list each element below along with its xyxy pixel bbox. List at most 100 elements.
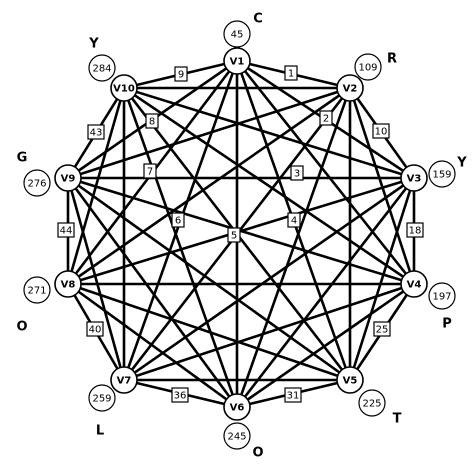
weight-v8: 271 [23, 276, 51, 304]
edge-v3-v10 [123, 86, 415, 180]
weight-v7: 259 [88, 384, 116, 412]
letter-v1: C [253, 12, 263, 27]
edge-v5-v9 [67, 176, 351, 382]
edge-label-text: 43 [90, 128, 103, 139]
edge-v6-v9 [66, 177, 239, 408]
edge-label-v7-v8: 40 [86, 321, 104, 337]
edge-v4-v7 [123, 282, 415, 382]
vertex-v1: V1 [223, 47, 251, 75]
vertex-v9: V9 [54, 164, 82, 192]
edge-label-v3-v8: 5 [227, 227, 241, 243]
vertex-v4: V4 [400, 270, 428, 298]
weight-text: 45 [231, 30, 244, 41]
edge-label-v9-v3: 6 [171, 212, 185, 228]
weight-v3: 159 [428, 160, 456, 188]
vertex-v2: V2 [336, 74, 364, 102]
edge-label-v10-v1: 9 [174, 66, 188, 82]
edge-label-text: 25 [376, 325, 389, 336]
weight-v4: 197 [428, 282, 456, 310]
edge-label-text: 7 [147, 167, 153, 178]
letter-v10: Y [88, 37, 99, 52]
weight-text: 159 [432, 170, 451, 181]
weight-v9: 276 [23, 169, 51, 197]
edge-label-v10-v3: 8 [145, 113, 159, 129]
vertex-label: V1 [230, 57, 245, 68]
edge-label-v2-v10: 2 [319, 110, 333, 126]
edge-v2-v4 [348, 87, 416, 285]
edge-label-text: 6 [175, 216, 181, 227]
edge-v1-v4 [235, 60, 416, 285]
letter-v6: O [252, 446, 263, 461]
weight-text: 225 [362, 399, 381, 410]
edge-label-v3-v4: 18 [406, 222, 424, 238]
weight-v2: 109 [354, 53, 382, 81]
edge-label-text: 4 [291, 216, 297, 227]
vertex-v10: V10 [110, 74, 138, 102]
edge-v3-v5 [348, 177, 416, 381]
edge-label-text: 44 [60, 226, 73, 237]
weight-v6: 245 [223, 422, 251, 450]
edge-label-v2-v9: 3 [290, 165, 304, 181]
edges-layer [66, 59, 416, 409]
edge-label-text: 40 [89, 325, 102, 336]
edge-label-text: 3 [294, 169, 300, 180]
edge-label-text: 8 [149, 117, 155, 128]
edge-label-text: 5 [231, 231, 237, 242]
edge-v6-v8 [67, 282, 238, 409]
edge-label-text: 9 [178, 70, 184, 81]
vertex-label: V5 [343, 376, 358, 387]
edge-label-v8-v9: 44 [57, 222, 75, 238]
vertex-v7: V7 [110, 366, 138, 394]
edge-label-v2-v3: 10 [372, 123, 390, 139]
edge-label-text: 10 [375, 127, 388, 138]
edge-label-v5-v6: 31 [284, 387, 302, 403]
edge-v3-v7 [123, 176, 415, 382]
edge-label-v6-v7: 36 [171, 387, 189, 403]
weight-v10: 284 [88, 54, 116, 82]
weight-text: 245 [227, 432, 246, 443]
letter-v5: T [393, 412, 402, 427]
edge-labels-layer: 1 9 10 18 25 31 36 40 44 43 2 3 4 5 7 6 8 [57, 65, 424, 403]
edge-v4-v6 [236, 282, 415, 409]
letter-v7: L [96, 424, 104, 439]
edge-v8-v10 [66, 87, 126, 285]
edge-label-text: 2 [323, 114, 329, 125]
edge-v4-v10 [123, 86, 415, 286]
edge-label-text: 36 [174, 391, 187, 402]
vertex-label: V4 [407, 280, 422, 291]
vertex-label: V3 [407, 174, 422, 185]
vertex-v8: V8 [54, 270, 82, 298]
letter-v3: Y [456, 156, 467, 171]
edge-label-v2-v8: 4 [287, 212, 301, 228]
vertex-label: V10 [113, 84, 135, 95]
edge-v5-v8 [67, 282, 351, 382]
edge-label-text: 18 [409, 226, 422, 237]
weight-text: 197 [432, 292, 451, 303]
weight-text: 284 [92, 64, 111, 75]
edge-label-v9-v10: 43 [87, 124, 105, 140]
edge-label-v1-v2: 1 [284, 65, 298, 81]
vertex-v6: V6 [223, 393, 251, 421]
weight-text: 271 [27, 286, 46, 297]
weight-v5: 225 [358, 389, 386, 417]
edge-v4-v9 [67, 176, 415, 286]
weight-v1: 45 [223, 20, 251, 48]
edge-label-v4-v5: 25 [373, 321, 391, 337]
vertex-label: V8 [61, 280, 76, 291]
letter-v4: P [442, 317, 452, 332]
edge-v6-v10 [122, 87, 239, 408]
vertex-v5: V5 [336, 366, 364, 394]
weight-text: 276 [27, 179, 46, 190]
edge-label-v3-v9: 7 [143, 163, 157, 179]
vertex-label: V2 [343, 84, 358, 95]
weight-text: 259 [92, 394, 111, 405]
edge-v3-v6 [235, 177, 416, 408]
letter-v9: G [17, 151, 28, 166]
letter-v2: R [387, 52, 397, 67]
edge-label-text: 1 [288, 69, 294, 80]
edge-v2-v8 [67, 86, 351, 286]
